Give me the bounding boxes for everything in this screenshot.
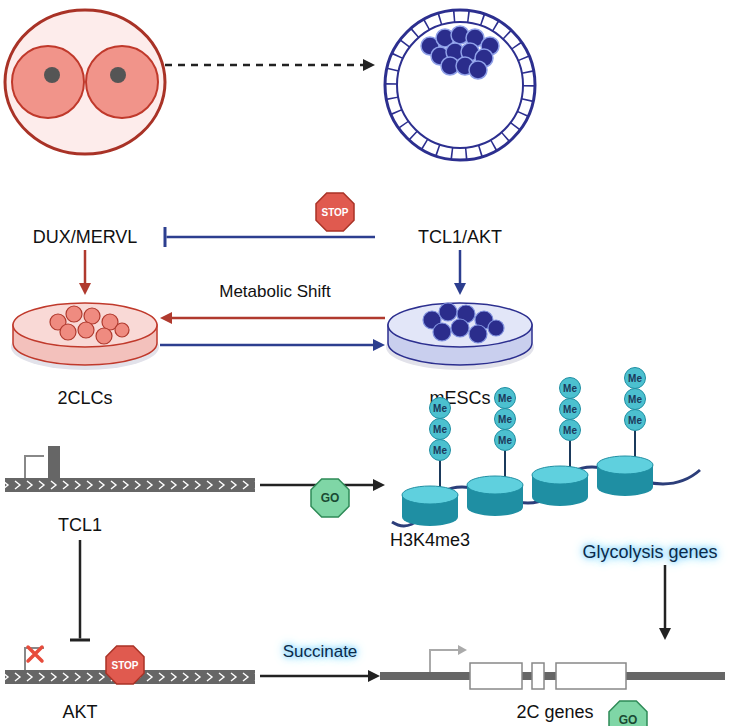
sign-text: STOP — [315, 192, 355, 232]
arrow-head — [368, 670, 380, 682]
connector — [70, 540, 90, 640]
methyl-mark: Me — [559, 398, 581, 420]
embryo-stage: DUX/MERVL — [5, 5, 165, 250]
methyl-label: Me — [628, 373, 642, 384]
inhibition-bar — [164, 227, 167, 247]
methyl-mark: Me — [559, 419, 581, 441]
go-sign: GO — [310, 478, 350, 518]
connector-line — [459, 250, 462, 284]
connector-line — [171, 317, 385, 320]
methyl-mark: Me — [494, 429, 516, 451]
node-label: Glycolysis genes — [582, 542, 717, 563]
node-label: 2C genes — [516, 702, 593, 723]
stop-sign: STOP — [105, 645, 145, 685]
connector — [260, 670, 380, 682]
embryo-stage: TCL1/AKT — [375, 5, 545, 250]
arrow-head — [373, 339, 385, 351]
connector-line — [167, 236, 376, 239]
connector — [79, 250, 91, 295]
node-label: 2CLCs — [57, 388, 112, 409]
methyl-mark: Me — [494, 408, 516, 430]
edge-label: Metabolic Shift — [219, 282, 331, 302]
methyl-label: Me — [498, 393, 512, 404]
methyl-mark: Me — [429, 418, 451, 440]
methyl-label: Me — [628, 415, 642, 426]
methyl-label: Me — [563, 404, 577, 415]
methyl-label: Me — [563, 425, 577, 436]
arrow-head — [79, 283, 91, 295]
go-sign: GO — [608, 700, 648, 726]
blastocyst — [385, 10, 535, 160]
methyl-label: Me — [433, 403, 447, 414]
two-cell-embryo — [5, 10, 165, 154]
connector — [454, 250, 466, 295]
metabolite-label: Succinate — [283, 642, 358, 662]
node-label: H3K4me3 — [390, 530, 470, 551]
gene-node: 2C genes — [380, 640, 725, 726]
octagon-outline — [311, 479, 349, 517]
node-label: DUX/MERVL — [33, 227, 138, 248]
arrow-head — [160, 312, 172, 324]
inhibition-bar — [70, 639, 90, 642]
octagon-outline — [316, 193, 354, 231]
methyl-mark: Me — [429, 439, 451, 461]
node-label: AKT — [62, 702, 97, 723]
connector — [165, 59, 375, 71]
methyl-mark: Me — [494, 387, 516, 409]
octagon-outline — [609, 701, 647, 726]
arrow-head — [363, 59, 375, 71]
connector — [659, 565, 671, 640]
node-label: TCL1/AKT — [418, 227, 502, 248]
nucleosome-array — [392, 431, 700, 526]
connector-line — [79, 540, 82, 639]
methyl-mark: Me — [624, 367, 646, 389]
connector-line — [260, 675, 369, 678]
methyl-label: Me — [433, 445, 447, 456]
gene-structure — [380, 645, 725, 689]
methyl-mark: Me — [624, 388, 646, 410]
connector-line — [165, 64, 364, 67]
connector-line — [664, 565, 667, 629]
methyl-label: Me — [628, 394, 642, 405]
chromatin-node: H3K4me3Glycolysis genesMeMeMeMeMeMeMeMeM… — [385, 360, 710, 565]
stop-sign: STOP — [315, 192, 355, 232]
gene-node: TCL1 — [5, 430, 260, 540]
octagon-outline — [106, 646, 144, 684]
methyl-label: Me — [563, 383, 577, 394]
connector — [160, 339, 385, 351]
connector — [160, 312, 385, 324]
methyl-label: Me — [498, 435, 512, 446]
connector-line — [84, 250, 87, 284]
sign-text: STOP — [105, 645, 145, 685]
methyl-label: Me — [433, 424, 447, 435]
arrow-head — [373, 479, 385, 491]
gene-locus — [5, 446, 255, 492]
sign-text: GO — [608, 700, 648, 726]
sign-text: GO — [310, 478, 350, 518]
connector-line — [160, 344, 374, 347]
node-label: TCL1 — [58, 515, 102, 536]
methyl-label: Me — [498, 414, 512, 425]
cell-state: 2CLCs — [10, 295, 160, 410]
methyl-mark: Me — [624, 409, 646, 431]
methyl-mark: Me — [429, 397, 451, 419]
arrow-head — [454, 283, 466, 295]
arrow-head — [659, 628, 671, 640]
culture-dish — [11, 303, 159, 370]
edge-label-text: Metabolic Shift — [219, 282, 331, 301]
methyl-mark: Me — [559, 377, 581, 399]
culture-dish — [386, 303, 534, 370]
